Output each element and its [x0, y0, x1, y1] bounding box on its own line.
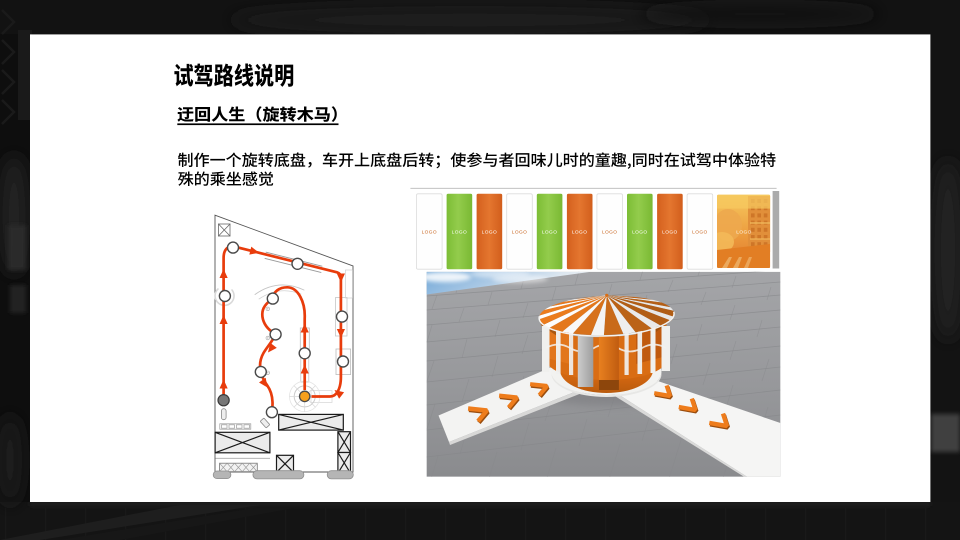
svg-text:LOGO: LOGO	[422, 229, 437, 235]
svg-text:LOGO: LOGO	[452, 229, 467, 235]
svg-text:LOGO: LOGO	[602, 229, 617, 235]
svg-text:LOGO: LOGO	[572, 229, 587, 235]
svg-text:LOGO: LOGO	[736, 229, 751, 235]
svg-text:LOGO: LOGO	[692, 229, 707, 235]
svg-text:LOGO: LOGO	[512, 229, 527, 235]
svg-text:LOGO: LOGO	[662, 229, 677, 235]
svg-text:LOGO: LOGO	[542, 229, 557, 235]
svg-text:LOGO: LOGO	[632, 229, 647, 235]
svg-text:LOGO: LOGO	[482, 229, 497, 235]
